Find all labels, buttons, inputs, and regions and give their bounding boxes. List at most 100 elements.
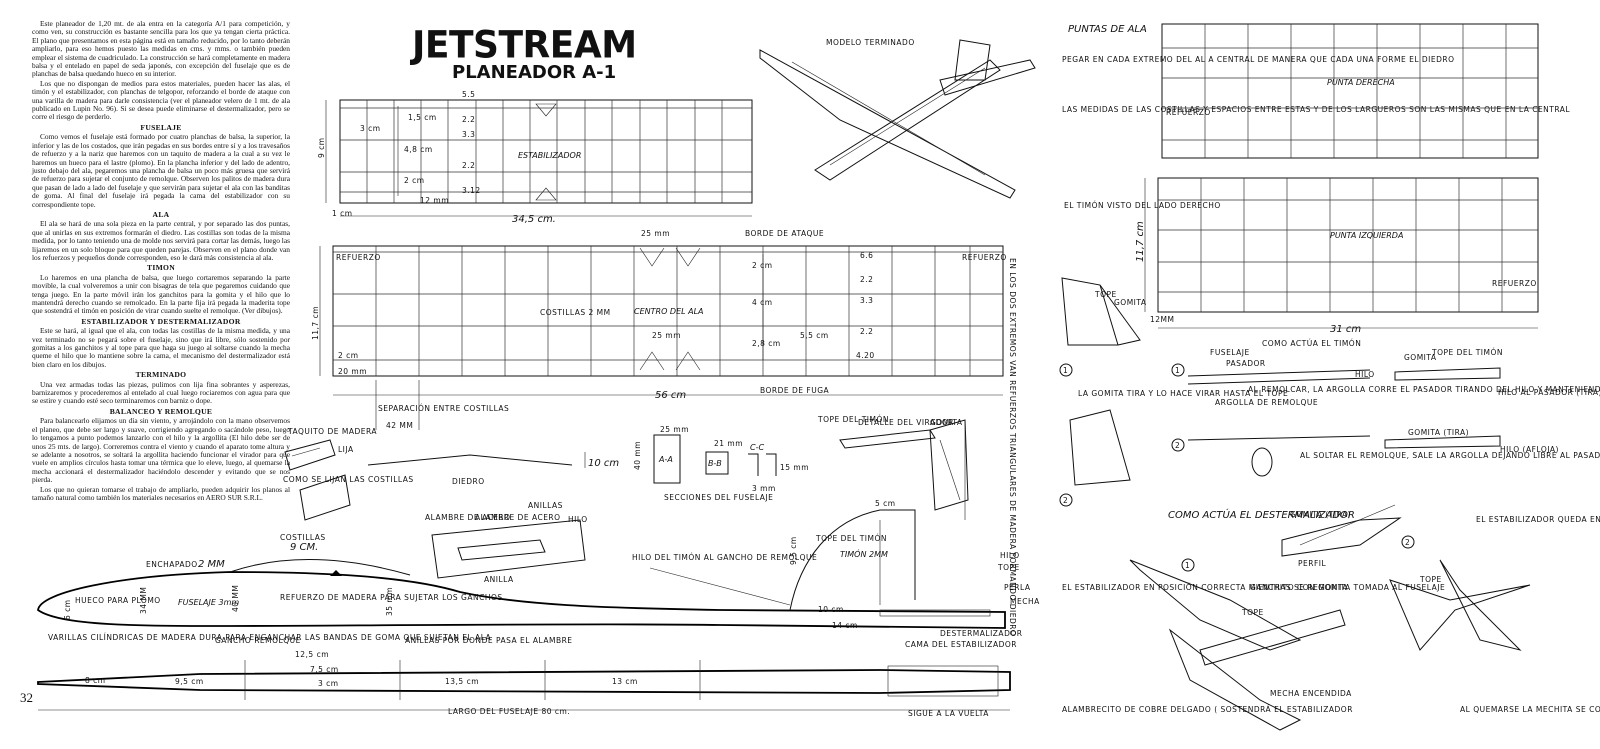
dethermal-num: 2 [1405, 538, 1410, 547]
section-aa: A-A [658, 455, 673, 464]
hook-detail: ALAMBRE DE ACERO ALAMBRE DE ACERO ANILLA… [425, 501, 588, 584]
rudder-title: COMO ACTÚA EL TIMÓN [1262, 339, 1361, 348]
tip-right-label: PUNTA DERECHA [1327, 78, 1395, 87]
top-dim: 9,5 cm [175, 677, 204, 686]
wing-dim: 25 mm [641, 229, 670, 238]
page-number: 32 [20, 690, 33, 705]
costillas-label: COSTILLAS [280, 533, 326, 542]
section-heading: ALA [152, 209, 170, 219]
anillas-label: ANILLAS [528, 501, 563, 510]
rudder-gomita: GOMITA [1114, 298, 1147, 307]
wing-refuerzo-right: REFUERZO [962, 253, 1007, 262]
article-paragraph: Como vemos el fuselaje está formado por … [32, 132, 290, 209]
wing-width: 56 cm [655, 390, 686, 401]
stab-height: 9 cm [317, 137, 326, 158]
wing-spar-4: 2.2 [860, 327, 873, 336]
top-dim: 12,5 cm [295, 650, 329, 659]
rudder-gomita-tira: GOMITA (TIRA) [1408, 428, 1469, 437]
stab-dim: 1,5 cm [408, 113, 437, 122]
dethermal-quemarse: AL QUEMARSE LA MECHITA SE CORTA EL HILO … [1460, 705, 1600, 714]
article-paragraph: El ala se hará de una sola pieza en la p… [32, 219, 290, 262]
enchapado-label: ENCHAPADO [146, 560, 198, 569]
section-heading: FUSELAJE [140, 122, 182, 132]
anilla-label: ANILLA [484, 575, 514, 584]
perla-label: PERLA [1004, 583, 1031, 592]
dethermal-perfil: PERFIL [1298, 559, 1326, 568]
stab-dim: 1 cm [332, 209, 353, 218]
fus-dim: 40 MM [231, 585, 240, 612]
dethermal-state2: EL ESTABILIZADOR QUEDA EN POSICIÓN NEGAT… [1476, 515, 1600, 524]
stabilizer-plan: 5.5 2.2 3.3 2.2 3.12 ESTABILIZADOR 1,5 c… [317, 90, 753, 225]
fuselage-sections: A-A 25 mm 40 mm B-B 21 mm C-C 15 mm 3 mm… [633, 425, 809, 502]
wing-height: 11,7 cm [311, 306, 320, 340]
section-h1: 40 mm [633, 441, 642, 470]
rudder-step-num: 1 [1063, 366, 1068, 375]
top-dim: 7,5 cm [310, 665, 339, 674]
top-dim: 13,5 cm [445, 677, 479, 686]
rudder-step-num: 1 [1175, 366, 1180, 375]
rib-separation-label: SEPARACIÓN ENTRE COSTILLAS [378, 404, 509, 413]
gancho-label: GANCHO REMOLQUE [215, 636, 301, 645]
tips-note-1: PEGAR EN CADA EXTREMO DEL AL A CENTRAL D… [1062, 55, 1455, 64]
stab-dim: 3 cm [360, 124, 381, 133]
section-w3: 3 mm [752, 484, 776, 493]
stab-label: ESTABILIZADOR [518, 151, 581, 160]
tips-width: 31 cm [1330, 324, 1361, 335]
dethermalizer-diagrams: COMO ACTÚA EL DESTERMALIZADOR GOMITA (TI… [1062, 504, 1600, 731]
rudder-argolla: ARGOLLA DE REMOLQUE [1215, 398, 1318, 407]
wing-side-note: EN LOS DOS EXTREMOS VAN REFUERZOS TRIANG… [1008, 258, 1017, 636]
dihedral-value: 10 cm [588, 458, 619, 469]
tips-refuerzo: REFUERZO [1166, 108, 1211, 117]
tips-height: 11,7 cm [1135, 221, 1146, 262]
fus-dim: 35 mm [385, 587, 394, 616]
section-w1: 25 mm [660, 425, 689, 434]
stab-dim: 2 cm [404, 176, 425, 185]
hilo-label: HILO [568, 515, 588, 524]
tip-left-label: PUNTA IZQUIERDA [1330, 231, 1403, 240]
dethermal-ganchito: GANCHITO CON GOMITA TOMADA AL FUSELAJE [1250, 583, 1445, 592]
wing-plan: BORDE DE ATAQUE REFUERZO REFUERZO 6.6 2.… [311, 229, 1017, 636]
como-label: COMO SE LIJAN LAS COSTILLAS [283, 475, 414, 484]
section-w2: 21 mm [714, 439, 743, 448]
dihedral-diagram: 10 cm DIEDRO [367, 452, 619, 486]
dethermal-mecha: MECHA ENCENDIDA [1270, 689, 1352, 698]
article-paragraph: Los que no quieran tomarse el trabajo de… [32, 484, 290, 502]
section-h2: 15 mm [780, 463, 809, 472]
rudder-step-num: 2 [1175, 441, 1180, 450]
hueco-label: HUECO PARA PLOMO [75, 596, 161, 605]
dethermal-num: 1 [1185, 561, 1190, 570]
wing-dim: 20 mm [338, 367, 367, 376]
dethermal-gomita: GOMITA (TIRA) [1290, 510, 1351, 519]
stab-spar-1: 5.5 [462, 90, 475, 99]
lija-label: LIJA [338, 445, 354, 454]
wing-refuerzo-left: REFUERZO [336, 253, 381, 262]
sections-label: SECCIONES DEL FUSELAJE [664, 493, 773, 502]
rudder-hilo-pasador: HILO AL PASADOR (TIRA) [1498, 388, 1600, 397]
virador-tope: TOPE DEL TIMÓN [817, 415, 889, 424]
costillas-value: 9 CM. [290, 542, 318, 553]
wing-center-label: CENTRO DEL ALA [634, 307, 704, 316]
wing-dim: COSTILLAS 2 MM [540, 308, 611, 317]
wing-dim: 5,5 cm [800, 331, 829, 340]
plan-title: JETSTREAM [412, 23, 637, 68]
fus-tope-label: TOPE [997, 563, 1020, 572]
sanding-sketch: TAQUITO DE MADERA LIJA COMO SE LIJAN LAS… [283, 427, 414, 521]
stab-dim: 4,8 cm [404, 145, 433, 154]
stab-spar-2: 2.2 [462, 115, 475, 124]
wing-dim: 2 cm [338, 351, 359, 360]
fus-hilo-label: HILO [1000, 551, 1020, 560]
rudder-note1: AL REMOLCAR, LA ARGOLLA CORRE EL PASADOR… [1248, 385, 1600, 394]
model-label: MODELO TERMINADO [826, 38, 915, 47]
fus-dim: 14 cm [832, 621, 858, 630]
rudder-tope: TOPE [1094, 290, 1117, 299]
alambre-label-2: ALAMBRE DE ACERO [475, 513, 561, 522]
rudder-diagrams: EL TIMÓN VISTO DEL LADO DERECHO TOPE GOM… [1059, 201, 1600, 507]
rudder-step-num: 2 [1063, 496, 1068, 505]
leading-edge-label: BORDE DE ATAQUE [745, 229, 824, 238]
fuselage-side-view: ENCHAPADO 2 MM COSTILLAS 9 CM. FUSELAJE … [37, 499, 1040, 638]
taquito-label: TAQUITO DE MADERA [287, 427, 377, 436]
stab-spar-3: 3.3 [462, 130, 475, 139]
article-text: Este planeador de 1,20 mt. de ala entra … [32, 19, 290, 503]
anillas-pasa-label: ANILLAS POR DONDE PASA EL ALAMBRE [405, 636, 573, 645]
